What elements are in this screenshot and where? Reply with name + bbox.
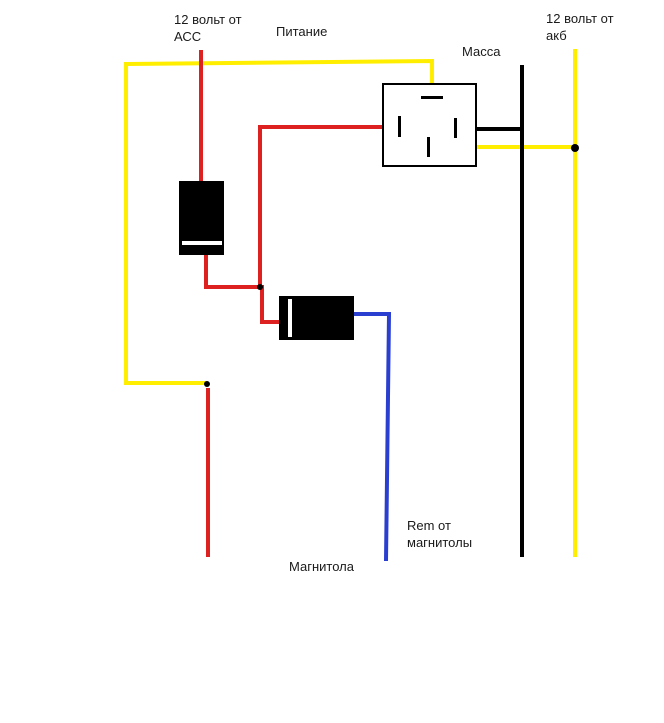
battery-label-line2: акб (546, 28, 567, 43)
junction-dot-battery (571, 144, 579, 152)
junction-dot-loop (204, 381, 210, 387)
yellow-power-loop (124, 58, 434, 385)
junctions (204, 144, 579, 387)
battery-label-line1: 12 вольт от (546, 11, 614, 26)
fuse-component (179, 181, 224, 255)
head-unit-label: Магнитола (289, 559, 354, 574)
diode-component (279, 296, 354, 340)
relay-pin-top (421, 96, 443, 99)
relay-pin-bottom (427, 137, 430, 157)
relay-coil-wire (258, 125, 400, 287)
relay-pin-left (398, 116, 401, 137)
rem-label-line2: магнитолы (407, 535, 473, 550)
ground-label: Масса (462, 44, 501, 59)
junction-dot-coil (257, 284, 263, 290)
acc-label-line2: АСС (174, 29, 202, 44)
power-label: Питание (276, 24, 328, 39)
acc-label-line1: 12 вольт от (174, 12, 242, 27)
fuse-to-diode-wire (204, 254, 281, 324)
rem-label-line1: Rem от (407, 518, 451, 533)
relay-pin-right (454, 118, 457, 138)
fuse-stripe (182, 241, 222, 245)
rem-wire (353, 312, 392, 562)
diode-stripe (288, 299, 292, 337)
red-wires (199, 50, 400, 557)
relay-component (382, 83, 477, 167)
